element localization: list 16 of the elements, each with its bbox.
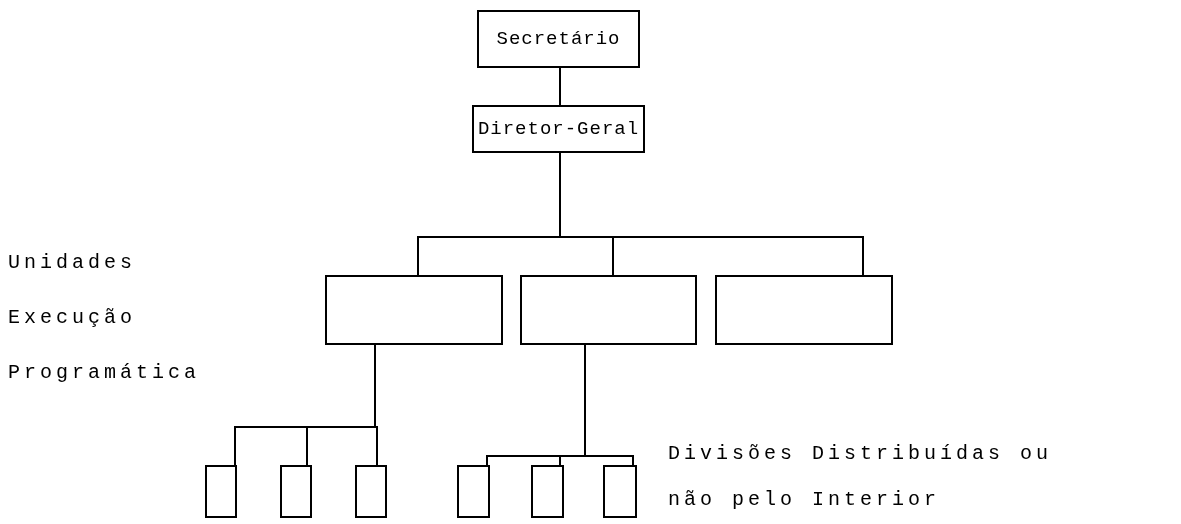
empty-box [531,465,564,518]
empty-box [520,275,697,345]
position-box [472,105,645,153]
annotation-text: Divisões Distribuídas ou não pelo Interior [668,441,1054,513]
connector-line [584,344,634,466]
empty-box [457,465,490,518]
empty-box [603,465,637,518]
empty-box [205,465,237,518]
empty-box [280,465,312,518]
annotation-text: Unidades Execução Programática [8,250,202,386]
empty-box [715,275,893,345]
connector-line [374,344,378,466]
empty-box [325,275,503,345]
connector-line [559,67,561,106]
position-box [477,10,640,68]
empty-box [355,465,387,518]
